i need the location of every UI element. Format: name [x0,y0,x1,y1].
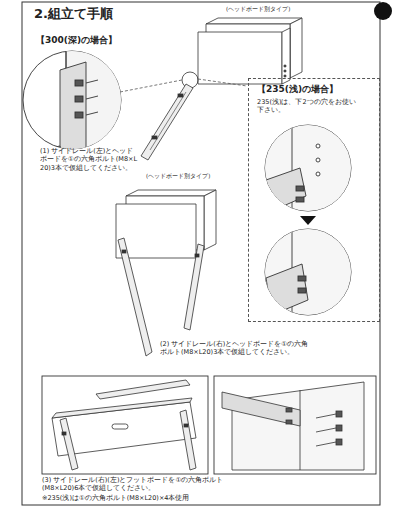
corner-detail [336,425,342,431]
detail-circle [265,229,351,315]
detail-circle [265,125,351,211]
side-rail [150,92,186,150]
step-instruction: (1) サイドレール(左)とヘッドボードを①の六角ボルト(M8×L20)3本で仮… [40,147,138,172]
detail-circle [40,40,130,160]
footboard [184,424,188,427]
footboard [52,402,196,456]
detail-circle [265,229,351,315]
detail-circle [75,80,83,86]
headboard [126,190,216,196]
down-arrow [300,216,316,225]
headboard [116,204,196,258]
detail-circle [265,125,351,211]
corner-detail [286,420,292,424]
leader-line [198,79,247,86]
headboard [282,28,290,84]
section-title: 2.組立て手順 [34,6,113,23]
detail-circle [86,112,98,115]
footboard [52,398,192,418]
detail-circle [86,96,98,99]
corner-detail [222,392,300,426]
corner-detail [222,382,364,470]
headboard [290,18,302,78]
headboard [284,75,286,77]
headboard [284,70,286,72]
detail-circle [182,72,198,88]
corner-detail [316,442,336,446]
side-rail [141,84,193,160]
box-heading: 【235(浅)の場合】 [257,84,371,96]
page-frame [22,2,380,505]
detail-circle [60,62,86,160]
footboard [60,418,78,470]
headboard [198,18,302,84]
footboard [180,410,196,470]
side-rail [184,244,204,330]
side-rail [195,254,199,257]
step-panel [42,376,376,474]
step-panel [42,376,208,474]
step-panel [214,376,376,474]
footboard [62,432,66,435]
case-heading: 【300(深)の場合】 [36,35,117,47]
detail-circle [296,197,304,202]
corner-detail [232,382,364,470]
detail-circle [75,112,83,118]
corner-detail [336,411,342,417]
detail-circle [298,288,306,293]
step-instruction: (2) サイドレール(右)とヘッドボードを①の六角ボルト(M8×L20)3本で仮… [160,340,310,357]
side-rail [118,238,204,356]
part-note: (ヘッドボード別タイプ) [146,173,210,180]
footboard [96,380,190,399]
headboard [198,32,282,84]
side-rail [178,94,183,97]
detail-circle [298,276,306,281]
corner-detail [336,439,342,445]
footboard [52,380,196,470]
page-badge [374,2,392,20]
headboard [284,65,286,67]
down-arrow [300,216,316,225]
headboard [206,18,302,24]
side-rail [118,238,152,356]
side-rail [122,250,126,253]
corner-detail [316,428,336,432]
note: ※235(浅)は①の六角ボルト(M8×L20)×4本使用 [42,494,252,502]
footboard [112,424,128,429]
detail-circle [86,80,98,83]
detail-circle [23,40,130,165]
detail-box: 【235(浅)の場合】 235(浅)は、下2つの穴をお使い下さい。 [248,78,380,322]
detail-circle [265,125,351,315]
detail-circle [316,158,320,162]
detail-circle [182,72,198,88]
detail-circle [266,264,308,315]
page-frame [22,2,380,505]
side-rail [141,84,193,160]
detail-circle [40,40,130,165]
detail-circle [75,96,83,102]
detail-circle [266,168,306,211]
leader-line [120,80,182,92]
side-rail [152,136,157,139]
corner-detail [316,414,336,418]
detail-circle [265,125,351,211]
box-note: 235(浅)は、下2つの穴をお使い下さい。 [257,98,361,115]
corner-detail [300,390,301,470]
detail-circle [316,172,320,176]
corner-detail [286,408,292,412]
detail-circle [296,186,304,191]
page-badge [374,2,392,20]
headboard [204,190,216,250]
part-note: (ヘッドボード別タイプ) [226,6,290,13]
detail-circle [265,229,351,315]
detail-circle [316,144,320,148]
step-instruction: (3) サイドレール(右)(左)とフットボードを①の六角ボルト(M8×L20)6… [42,476,230,493]
